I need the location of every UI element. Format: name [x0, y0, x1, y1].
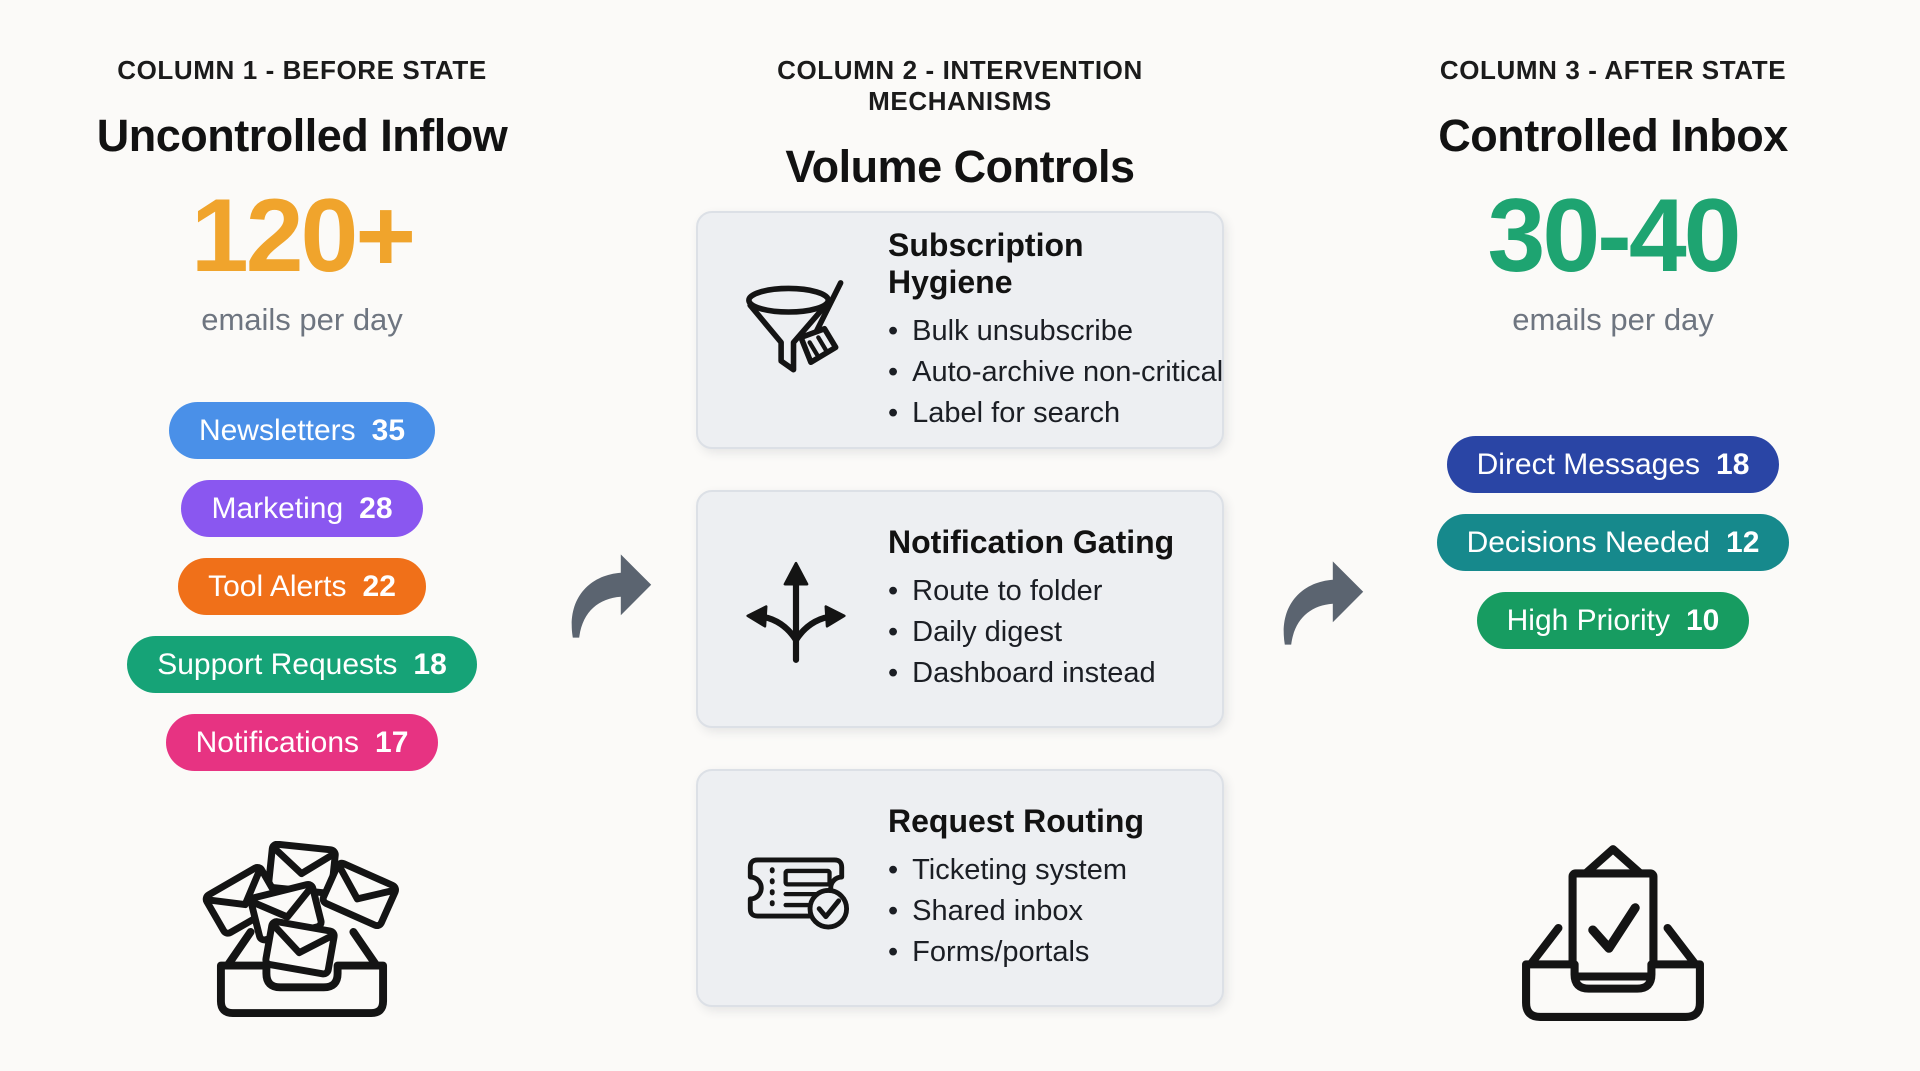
- card-title: Notification Gating: [888, 524, 1175, 560]
- card-bullet: Route to folder: [888, 571, 1204, 612]
- pill-count: 12: [1726, 526, 1760, 559]
- pill-notifications: Notifications 17: [165, 714, 439, 771]
- card-subscription-hygiene: Subscription Hygiene Bulk unsubscribe Au…: [696, 211, 1224, 449]
- card-bullet: Ticketing system: [888, 850, 1204, 891]
- column2-title: Volume Controls: [785, 141, 1135, 192]
- pill-marketing: Marketing 28: [181, 480, 423, 537]
- card-bullet-list: Route to folder Daily digest Dashboard i…: [888, 571, 1204, 694]
- pill-support-requests: Support Requests 18: [127, 636, 477, 693]
- pill-count: 18: [1716, 448, 1750, 481]
- funnel-broom-icon: [732, 268, 860, 392]
- pill-high-priority: High Priority 10: [1476, 592, 1750, 649]
- pill-count: 10: [1686, 604, 1720, 637]
- pill-count: 17: [375, 726, 409, 759]
- column3-title: Controlled Inbox: [1438, 110, 1788, 161]
- column3-metric-value: 30-40: [1487, 178, 1742, 294]
- branching-arrows-icon: [732, 547, 860, 671]
- card-bullet-list: Ticketing system Shared inbox Forms/port…: [888, 850, 1204, 973]
- card-bullet-list: Bulk unsubscribe Auto-archive non-critic…: [888, 311, 1223, 434]
- pill-tool-alerts: Tool Alerts 22: [178, 558, 426, 615]
- card-bullet: Forms/portals: [888, 932, 1204, 973]
- card-bullet: Dashboard instead: [888, 653, 1204, 694]
- column3-kicker: COLUMN 3 - AFTER STATE: [1439, 55, 1787, 85]
- card-notification-gating: Notification Gating Route to folder Dail…: [696, 490, 1224, 728]
- pill-count: 28: [359, 492, 393, 525]
- card-bullet: Auto-archive non-critical: [888, 352, 1223, 393]
- column-after-state: COLUMN 3 - AFTER STATE Controlled Inbox …: [1350, 0, 1876, 1028]
- column1-kicker: COLUMN 1 - BEFORE STATE: [117, 55, 487, 85]
- pill-decisions-needed: Decisions Needed 12: [1436, 514, 1790, 571]
- card-request-routing: Request Routing Ticketing system Shared …: [696, 769, 1224, 1007]
- column1-metric-value: 120+: [190, 178, 416, 294]
- pill-label: Tool Alerts: [208, 570, 347, 603]
- pill-label: Marketing: [211, 492, 344, 525]
- column1-metric-caption: emails per day: [201, 302, 403, 337]
- card-bullet: Shared inbox: [888, 891, 1204, 932]
- column1-title: Uncontrolled Inflow: [96, 110, 508, 161]
- column3-metric-caption: emails per day: [1512, 302, 1714, 337]
- curved-arrow-icon: [1283, 561, 1364, 645]
- card-title: Request Routing: [888, 803, 1144, 839]
- column-before-state: COLUMN 1 - BEFORE STATE Uncontrolled Inf…: [40, 0, 564, 1022]
- pill-label: Support Requests: [157, 648, 398, 681]
- pill-label: Decisions Needed: [1466, 526, 1711, 559]
- curved-arrow-icon: [571, 554, 652, 638]
- card-bullet: Bulk unsubscribe: [888, 311, 1204, 352]
- column2-kicker: COLUMN 2 - INTERVENTION MECHANISMS: [777, 55, 1143, 116]
- pill-label: Newsletters: [198, 414, 356, 447]
- pill-newsletters: Newsletters 35: [168, 402, 436, 459]
- pill-label: Notifications: [195, 726, 360, 759]
- pill-direct-messages: Direct Messages 18: [1446, 436, 1780, 493]
- ticket-check-icon: [732, 836, 860, 940]
- pill-count: 22: [362, 570, 396, 603]
- pill-label: Direct Messages: [1476, 448, 1701, 481]
- card-title: Subscription Hygiene: [888, 226, 1084, 300]
- card-bullet: Label for search: [888, 393, 1204, 434]
- after-category-pills: Direct Messages 18 Decisions Needed 12 H…: [1350, 436, 1876, 649]
- card-bullet: Daily digest: [888, 612, 1204, 653]
- overflowing-inbox-icon: [202, 841, 402, 1017]
- before-category-pills: Newsletters 35 Marketing 28 Tool Alerts …: [40, 402, 564, 771]
- pill-label: High Priority: [1506, 604, 1670, 637]
- pill-count: 18: [413, 648, 447, 681]
- column-intervention-mechanisms: COLUMN 2 - INTERVENTION MECHANISMS Volum…: [690, 0, 1230, 1071]
- inbox-check-icon: [1522, 845, 1704, 1021]
- pill-count: 35: [371, 414, 406, 447]
